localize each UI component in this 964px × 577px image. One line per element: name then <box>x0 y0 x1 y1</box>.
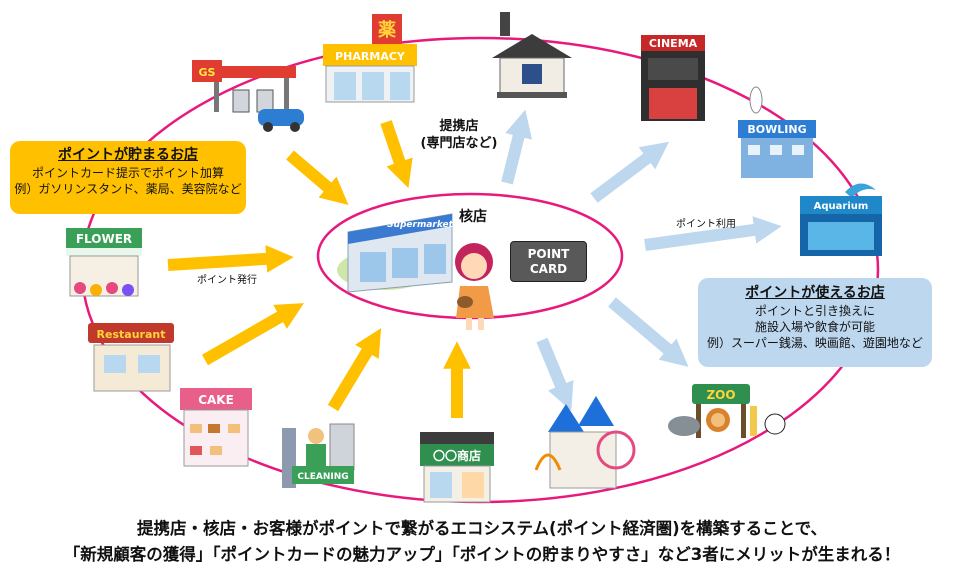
svg-text:PHARMACY: PHARMACY <box>335 50 406 63</box>
svg-text:ZOO: ZOO <box>706 388 735 402</box>
svg-text:FLOWER: FLOWER <box>76 232 132 246</box>
svg-text:CAKE: CAKE <box>198 393 234 407</box>
point-use-label: ポイント利用 <box>676 219 736 230</box>
use-store-box: ポイントが使えるお店 ポイントと引き換えに 施設入場や飲食が可能 例）スーパー銭… <box>698 278 932 367</box>
svg-text:GS: GS <box>199 66 216 79</box>
restaurant-icon: Restaurant <box>88 323 174 392</box>
customer-icon <box>455 243 494 330</box>
cake-shop-icon: CAKE <box>180 388 252 467</box>
partner-label-sub: (専門店など) <box>420 136 498 151</box>
bowling-icon: BOWLING <box>738 86 816 178</box>
use-store-examples: 例）スーパー銭湯、映画館、遊園地など <box>707 336 923 350</box>
gas-station-icon: GS <box>192 60 304 132</box>
point-card: POINT CARD <box>510 241 587 282</box>
svg-text:CINEMA: CINEMA <box>649 37 698 50</box>
core-store-label: 核店 <box>459 209 487 225</box>
use-arrow-park <box>536 337 574 411</box>
use-arrow-cinema <box>590 141 670 203</box>
partner-store-label: 提携店 (専門店など) <box>414 118 504 152</box>
svg-text:〇〇商店: 〇〇商店 <box>433 448 481 463</box>
earn-arrow-gas <box>286 150 349 205</box>
local-shop-icon: 〇〇商店 <box>420 432 494 503</box>
use-arrows <box>501 109 782 411</box>
earn-arrow-cleaning <box>327 328 382 412</box>
pharmacy-icon: 薬 PHARMACY <box>323 14 417 103</box>
use-arrow-aquarium <box>644 216 782 251</box>
svg-text:Aquarium: Aquarium <box>814 201 869 212</box>
point-issue-label: ポイント発行 <box>197 275 257 286</box>
earn-arrow-restaurant <box>202 303 304 366</box>
earn-store-title: ポイントが貯まるお店 <box>58 147 198 163</box>
earn-store-desc: ポイントカード提示でポイント加算 <box>31 166 224 180</box>
svg-text:CLEANING: CLEANING <box>297 472 348 482</box>
svg-text:薬: 薬 <box>378 20 396 41</box>
zoo-icon: ZOO <box>668 384 786 438</box>
use-store-desc-1: ポイントと引き換えに <box>754 304 875 318</box>
footer-caption: 提携店・核店・お客様がポイントで繋がるエコシステム(ポイント経済圏)を構築するこ… <box>0 516 964 568</box>
earn-arrow-flower <box>167 245 294 273</box>
point-card-line1: POINT <box>527 246 570 261</box>
temple-icon <box>492 12 572 98</box>
use-store-desc-2: 施設入場や飲食が可能 <box>754 320 875 334</box>
supermarket-icon: Supermarket <box>337 213 454 293</box>
footer-line2: 「新規顧客の獲得」「ポイントカードの魅力アップ」「ポイントの貯まりやすさ」など3… <box>63 545 901 564</box>
amusement-park-icon <box>534 396 636 489</box>
use-store-title: ポイントが使えるお店 <box>745 285 885 301</box>
flower-shop-icon: FLOWER <box>66 228 142 297</box>
svg-text:Supermarket: Supermarket <box>387 220 454 230</box>
svg-text:Restaurant: Restaurant <box>97 328 166 341</box>
use-arrow-temple <box>501 109 533 185</box>
point-card-line2: CARD <box>529 261 568 276</box>
use-arrow-zoo <box>608 297 689 367</box>
earn-store-box: ポイントが貯まるお店 ポイントカード提示でポイント加算 例）ガソリンスタンド、薬… <box>10 141 246 214</box>
earn-arrows <box>167 120 471 418</box>
cinema-icon: CINEMA <box>641 35 705 121</box>
svg-text:BOWLING: BOWLING <box>747 123 806 136</box>
earn-arrow-pharmacy <box>380 120 413 189</box>
earn-store-examples: 例）ガソリンスタンド、薬局、美容院など <box>14 182 242 196</box>
aquarium-icon: Aquarium <box>800 183 882 256</box>
partner-label-main: 提携店 <box>439 119 479 134</box>
footer-line1: 提携店・核店・お客様がポイントで繋がるエコシステム(ポイント経済圏)を構築するこ… <box>137 519 827 538</box>
cleaning-shop-icon: CLEANING <box>282 423 355 488</box>
